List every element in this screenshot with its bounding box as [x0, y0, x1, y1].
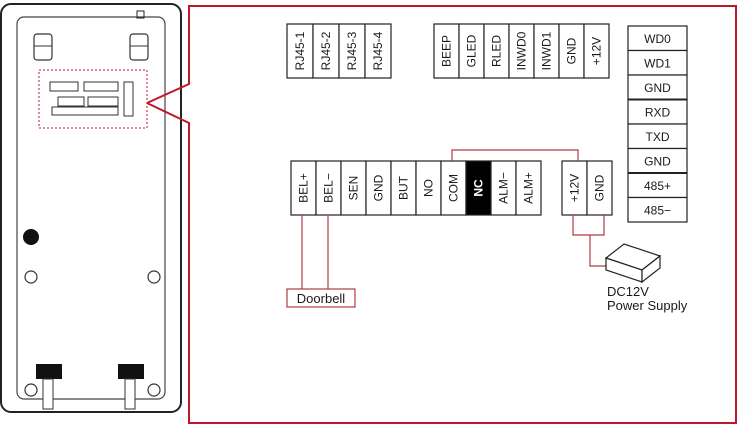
terminal-485-minusplus: 485+: [627, 172, 688, 199]
mounting-hole-icon: [23, 229, 39, 245]
terminal-label: WD1: [644, 56, 671, 70]
terminal-rj45-minus3: RJ45-3: [338, 23, 366, 79]
terminal-rj45-minus2: RJ45-2: [312, 23, 340, 79]
square-indicator-icon: [136, 10, 145, 19]
screw-hole-icon: [147, 270, 161, 284]
power-supply-feed: [589, 235, 606, 267]
terminal-label: NO: [422, 179, 436, 197]
power-terminal-block: +12V GND: [561, 160, 613, 216]
doorbell-box: [286, 288, 356, 308]
terminal-label: RLED: [490, 35, 504, 67]
zoom-callout: [146, 5, 737, 424]
terminal-no: NO: [415, 160, 442, 216]
terminal-gnd: GND: [586, 160, 613, 216]
terminal-inwd0: INWD0: [508, 23, 535, 79]
terminal-gnd: GND: [627, 147, 688, 174]
terminal-label: BEEP: [440, 35, 454, 67]
power-supply-label-line1: DC12V: [607, 284, 649, 299]
terminal-gled: GLED: [458, 23, 485, 79]
main-terminal-block: BEL+ BEL− SEN GND BUT NO COM NC ALM− ALM+: [290, 160, 542, 216]
terminal--minusplus12v: +12V: [561, 160, 588, 216]
wiring: [301, 149, 606, 290]
terminal-485-minus: 485−: [627, 196, 688, 223]
terminal-label: GND: [593, 174, 607, 201]
terminal-rj45-minus1: RJ45-1: [286, 23, 314, 79]
terminal-label: GLED: [465, 34, 479, 67]
com-to-power-wire: [451, 149, 579, 161]
terminal-label: ALM+: [522, 172, 536, 204]
terminal-label: GND: [644, 81, 671, 95]
doorbell-label: Doorbell: [297, 291, 346, 306]
terminal-gnd: GND: [365, 160, 392, 216]
terminal-beep: BEEP: [433, 23, 460, 79]
terminal-label: NC: [472, 179, 486, 197]
terminal-label: WD0: [644, 32, 671, 46]
mounting-clip-left: [33, 33, 53, 61]
terminal-alm-minus: ALM−: [490, 160, 517, 216]
screw-hole-icon: [147, 383, 161, 397]
mounting-clip-right: [129, 33, 149, 61]
terminal-label: GND: [372, 174, 386, 201]
terminal-label: COM: [447, 174, 461, 202]
terminal-label: 485+: [644, 179, 671, 193]
bracket-foot-icon: [118, 364, 144, 410]
terminal-label: RJ45-1: [293, 31, 307, 70]
terminal-wd0: WD0: [627, 25, 688, 52]
screw-hole-icon: [24, 383, 38, 397]
terminal-label: BUT: [397, 175, 411, 200]
terminal-label: RJ45-3: [345, 31, 359, 70]
device-back-panel: [0, 3, 182, 413]
terminal-bel-minusplus: BEL+: [290, 160, 317, 216]
terminal-gnd: GND: [558, 23, 585, 79]
terminal-com: COM: [440, 160, 467, 216]
terminal-label: INWD1: [540, 31, 554, 70]
terminal-label: BEL+: [297, 173, 311, 203]
connector-area: [38, 69, 148, 129]
screw-hole-icon: [24, 270, 38, 284]
terminal-wd1: WD1: [627, 49, 688, 76]
terminal-label: +12V: [568, 174, 582, 202]
terminal-label: TXD: [646, 130, 670, 144]
terminal-nc: NC: [465, 160, 492, 216]
terminal-label: RJ45-2: [319, 31, 333, 70]
terminal-rled: RLED: [483, 23, 510, 79]
terminal-txd: TXD: [627, 123, 688, 150]
device-inner-body: [16, 16, 166, 400]
terminal-rxd: RXD: [627, 98, 688, 125]
terminal-label: INWD0: [515, 31, 529, 70]
terminal-label: GND: [644, 154, 671, 168]
terminal-label: BEL−: [322, 173, 336, 203]
rj45-terminal-block: RJ45-1 RJ45-2 RJ45-3 RJ45-4: [286, 23, 392, 79]
terminal-label: GND: [565, 37, 579, 64]
terminal-alm-minusplus: ALM+: [515, 160, 542, 216]
terminal-label: SEN: [347, 176, 361, 201]
terminal-but: BUT: [390, 160, 417, 216]
terminal-label: RXD: [645, 105, 671, 119]
terminal-bel-minus: BEL−: [315, 160, 342, 216]
power-supply-label-line2: Power Supply: [607, 298, 688, 313]
terminal-label: RJ45-4: [371, 31, 385, 70]
bracket-foot-icon: [36, 364, 62, 410]
terminal-inwd1: INWD1: [533, 23, 560, 79]
terminal-rj45-minus4: RJ45-4: [364, 23, 392, 79]
signal-terminal-block: BEEP GLED RLED INWD0 INWD1 GND +12V: [433, 23, 610, 79]
terminal-gnd: GND: [627, 74, 688, 101]
power-adapter-icon: [604, 243, 662, 284]
terminal--minusplus12v: +12V: [583, 23, 610, 79]
power-supply-wire: [572, 215, 605, 236]
terminal-label: ALM−: [497, 172, 511, 204]
terminal-sen: SEN: [340, 160, 367, 216]
terminal-label: 485−: [644, 203, 671, 217]
terminal-label: +12V: [590, 37, 604, 65]
